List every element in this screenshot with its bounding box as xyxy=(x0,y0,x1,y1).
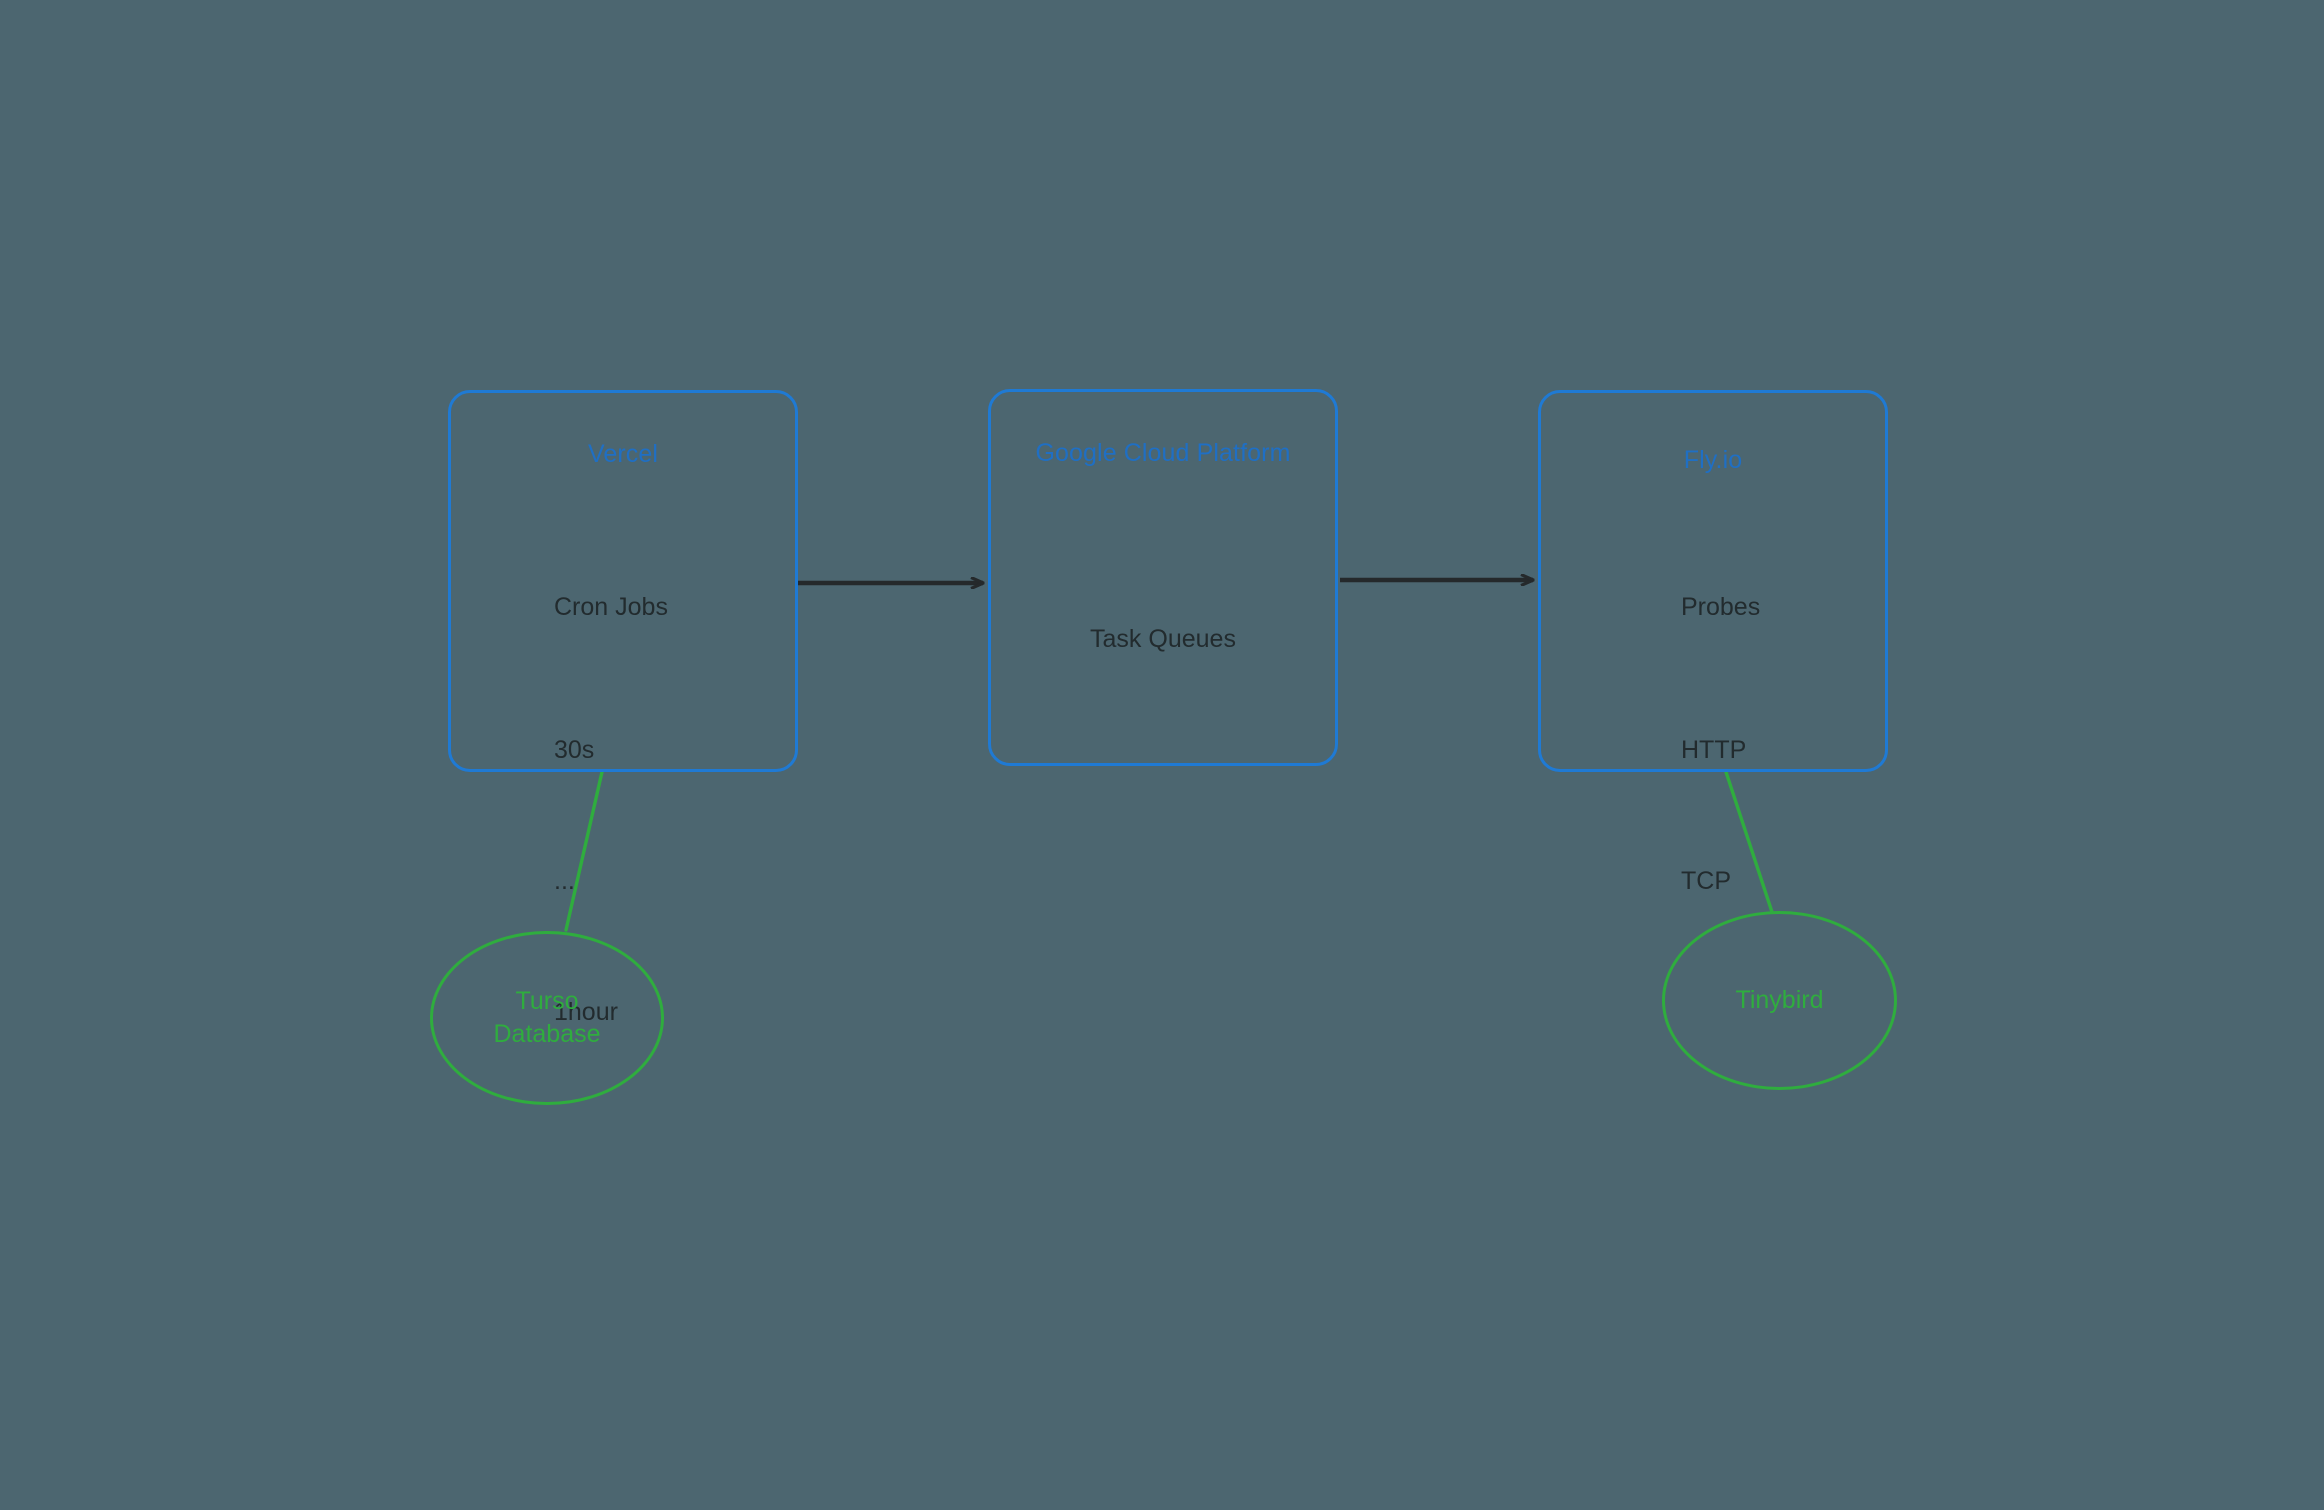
body-spacer xyxy=(554,813,668,819)
body-spacer xyxy=(554,670,668,688)
node-flyio-line-probes: Probes xyxy=(1681,593,1761,621)
node-gcp-title: Google Cloud Platform xyxy=(1035,439,1291,467)
node-flyio[interactable]: Fly.io Probes HTTP TCP xyxy=(1538,390,1888,894)
node-flyio-title: Fly.io xyxy=(1683,446,1743,474)
node-vercel-line-30s: 30s xyxy=(554,736,595,764)
node-flyio-line-tcp: TCP xyxy=(1681,867,1731,895)
body-spacer xyxy=(1681,813,1760,819)
node-flyio-line-http: HTTP xyxy=(1681,736,1747,764)
node-tinybird-label: Tinybird xyxy=(1735,985,1824,1014)
node-gcp-line-task-queues: Task Queues xyxy=(1090,625,1236,653)
node-gcp-body: Task Queues xyxy=(991,577,1335,702)
node-tinybird[interactable]: Tinybird xyxy=(1662,911,1897,1090)
node-vercel-title: Vercel xyxy=(587,440,659,468)
body-spacer xyxy=(1681,670,1760,688)
node-vercel-line-ellipsis: ... xyxy=(554,867,575,895)
node-vercel[interactable]: Vercel Cron Jobs 30s ... 1hour xyxy=(448,390,798,1025)
node-flyio-body: Probes HTTP TCP xyxy=(1681,545,1760,944)
node-vercel-line-cron-jobs: Cron Jobs xyxy=(554,593,668,621)
node-turso-database-label: Turso Database xyxy=(493,986,601,1048)
node-google-cloud-platform[interactable]: Google Cloud Platform Task Queues xyxy=(988,389,1338,766)
node-turso-database[interactable]: Turso Database xyxy=(430,931,664,1105)
